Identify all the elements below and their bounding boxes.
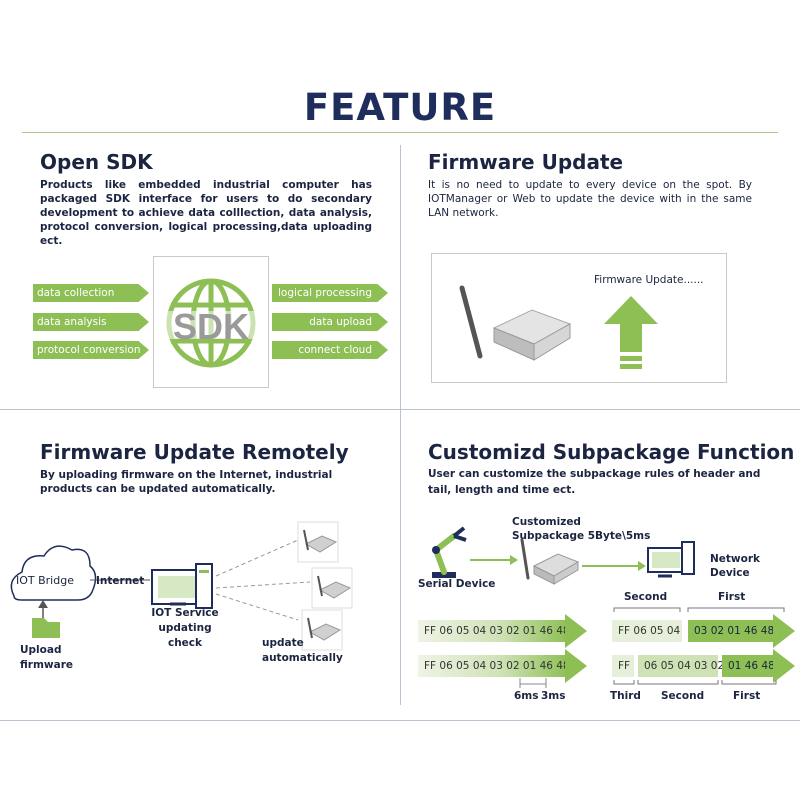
subpackage-heading: Customizd Subpackage Function <box>428 440 795 464</box>
row2-third-label: Third <box>610 690 641 702</box>
remote-device-1 <box>297 521 339 563</box>
row1-first-label: First <box>718 591 746 603</box>
row2-third-packet: FF <box>612 655 634 677</box>
upload-arrow-icon <box>604 296 658 369</box>
serial-device-label: Serial Device <box>418 578 496 590</box>
row1-brackets <box>613 607 785 612</box>
arrow-data-collection: data collection <box>33 284 149 302</box>
title-divider <box>22 132 778 133</box>
row2-left-arrowhead <box>565 649 587 683</box>
time-3ms: 3ms <box>541 690 566 702</box>
subpackage-description: User can customize the subpackage rules … <box>428 468 761 496</box>
row1-second-label: Second <box>624 591 668 603</box>
arrow-connect-cloud: connect cloud <box>272 341 388 359</box>
network-computer-icon <box>647 541 695 578</box>
page-title: FEATURE <box>303 86 497 129</box>
sdk-logo-text: SDK <box>173 306 249 347</box>
open-sdk-description: Products like embedded industrial comput… <box>40 179 372 247</box>
firmware-update-status: Firmware Update...... <box>594 274 704 286</box>
router-icon <box>520 538 580 585</box>
arrow-protocol-conversion: protocol conversion <box>33 341 149 359</box>
middle-divider <box>0 409 800 410</box>
row1-left-packet: FF 06 05 04 03 02 01 46 48 <box>418 620 570 642</box>
row2-brackets <box>613 680 777 685</box>
row1-first-packet: 03 02 01 46 48 <box>688 620 776 642</box>
server-tower-icon <box>195 563 213 609</box>
custom-subpackage-label: Customized Subpackage 5Byte\5ms <box>512 516 651 542</box>
row1-right-arrowhead <box>773 614 795 648</box>
vertical-divider <box>400 145 401 705</box>
network-device-label: Network Device <box>710 553 761 579</box>
router-device-icon <box>459 285 572 361</box>
row2-right-arrowhead <box>773 649 795 683</box>
firmware-update-panel: Firmware Update...... <box>431 253 727 383</box>
upload-firmware-label: Upload firmware <box>20 644 73 671</box>
remote-update-description: By uploading firmware on the Internet, i… <box>40 469 333 495</box>
firmware-update-heading: Firmware Update <box>428 150 624 174</box>
arrow-logical-processing: logical processing <box>272 284 388 302</box>
firmware-update-description: It is no need to update to every device … <box>428 179 752 219</box>
robot-arm-icon <box>432 526 467 578</box>
row1-second-packet: FF 06 05 04 <box>612 620 682 642</box>
remote-device-3 <box>301 609 343 651</box>
row2-first-packet: 01 46 48 <box>722 655 776 677</box>
remote-update-diagram <box>10 521 353 651</box>
cloud-label: IOT Bridge <box>16 574 74 587</box>
bottom-divider <box>0 720 800 721</box>
internet-label: Internet <box>96 575 145 587</box>
subpackage-flow-diagram <box>432 526 695 585</box>
service-label: IOT Service updating check <box>151 607 219 649</box>
time-markers <box>519 678 547 688</box>
row2-second-packet: 06 05 04 03 02 <box>638 655 724 677</box>
sdk-globe-icon: SDK <box>162 278 260 368</box>
sdk-logo-box: SDK <box>153 256 269 388</box>
open-sdk-heading: Open SDK <box>40 150 153 174</box>
arrow-data-analysis: data analysis <box>33 313 149 331</box>
row2-first-label: First <box>733 690 761 702</box>
time-6ms: 6ms <box>514 690 539 702</box>
row2-left-packet: FF 06 05 04 03 02 01 46 48 <box>418 655 570 677</box>
row2-second-label: Second <box>661 690 705 702</box>
remote-device-2 <box>311 567 353 609</box>
update-automatically-label: update automatically <box>262 637 343 664</box>
row1-left-arrowhead <box>565 614 587 648</box>
arrow-data-upload: data upload <box>272 313 388 331</box>
remote-update-heading: Firmware Update Remotely <box>40 440 349 464</box>
folder-icon <box>32 618 60 638</box>
cloud-icon <box>10 545 97 601</box>
